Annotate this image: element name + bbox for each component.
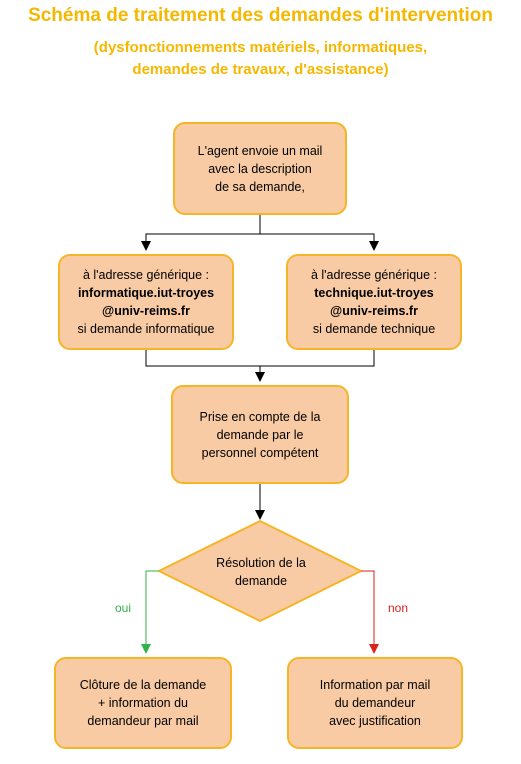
- inform-node-line: Information par mail: [319, 678, 431, 692]
- close-node-line: demandeur par mail: [87, 714, 199, 728]
- close-node: Clôture de la demande + information du d…: [54, 657, 232, 749]
- decision-label-line: demande: [234, 574, 288, 588]
- start-node-line: avec la description: [208, 161, 312, 176]
- yes-branch-label: oui: [115, 601, 132, 615]
- decision-label-line: Résolution de la: [216, 556, 306, 570]
- diagram-subtitle-line1: (dysfonctionnements matériels, informati…: [93, 39, 428, 56]
- diagram-title: Schéma de traitement des demandes d'inte…: [28, 5, 493, 26]
- tech-address-node: à l'adresse générique : technique.iut-tr…: [286, 254, 462, 350]
- tech-address-email-user: technique.iut-troyes: [314, 286, 434, 300]
- info-address-email-domain: @univ-reims.fr: [102, 304, 190, 318]
- process-node-line: Prise en compte de la: [199, 409, 321, 424]
- connector-merge-left: [145, 350, 265, 382]
- connector-start-split-right: [260, 233, 379, 251]
- decision-diamond: [156, 519, 364, 623]
- decision-label: Résolution de la demande: [197, 554, 325, 590]
- info-address-email-user: informatique.iut-troyes: [77, 286, 215, 300]
- connector-merge-right: [260, 350, 375, 367]
- process-node-line: personnel compétent: [201, 445, 319, 460]
- info-address-condition: si demande informatique: [77, 322, 215, 336]
- inform-node-line: avec justification: [329, 714, 421, 728]
- process-node-line: demande par le: [216, 427, 304, 442]
- tech-address-email-domain: @univ-reims.fr: [330, 304, 418, 318]
- no-branch-label: non: [388, 601, 409, 615]
- inform-node: Information par mail du demandeur avec j…: [287, 657, 463, 749]
- process-node: Prise en compte de la demande par le per…: [171, 385, 349, 484]
- tech-address-condition: si demande technique: [312, 322, 436, 336]
- start-node-line: de sa demande,: [215, 179, 305, 194]
- inform-node-line: du demandeur: [334, 696, 416, 710]
- close-node-line: Clôture de la demande: [79, 678, 207, 692]
- start-node-line: L'agent envoie un mail: [197, 143, 323, 158]
- tech-address-intro: à l'adresse générique :: [310, 268, 438, 282]
- close-node-line: + information du: [98, 696, 188, 710]
- start-node: L'agent envoie un mail avec la descripti…: [173, 122, 347, 215]
- diagram-subtitle-line2: demandes de travaux, d'assistance): [132, 61, 389, 78]
- connector-no: [361, 570, 379, 654]
- connector-yes: [141, 570, 159, 654]
- info-address-node: à l'adresse générique : informatique.iut…: [58, 254, 234, 350]
- connector-start-split: [141, 215, 261, 251]
- info-address-intro: à l'adresse générique :: [82, 268, 210, 282]
